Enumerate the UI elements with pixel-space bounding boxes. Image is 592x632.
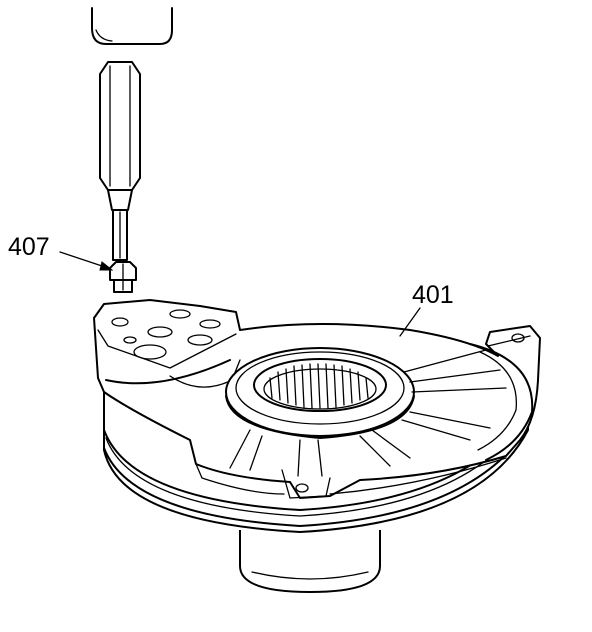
callout-401-label: 401 [412, 281, 454, 309]
hex-bit-extension [99, 61, 141, 261]
leader-407 [59, 251, 114, 271]
bolt-407 [109, 261, 137, 293]
callout-407-label: 407 [8, 233, 50, 261]
driver-socket [91, 7, 173, 45]
pump-cover-401 [93, 299, 541, 499]
leader-401 [399, 307, 421, 337]
